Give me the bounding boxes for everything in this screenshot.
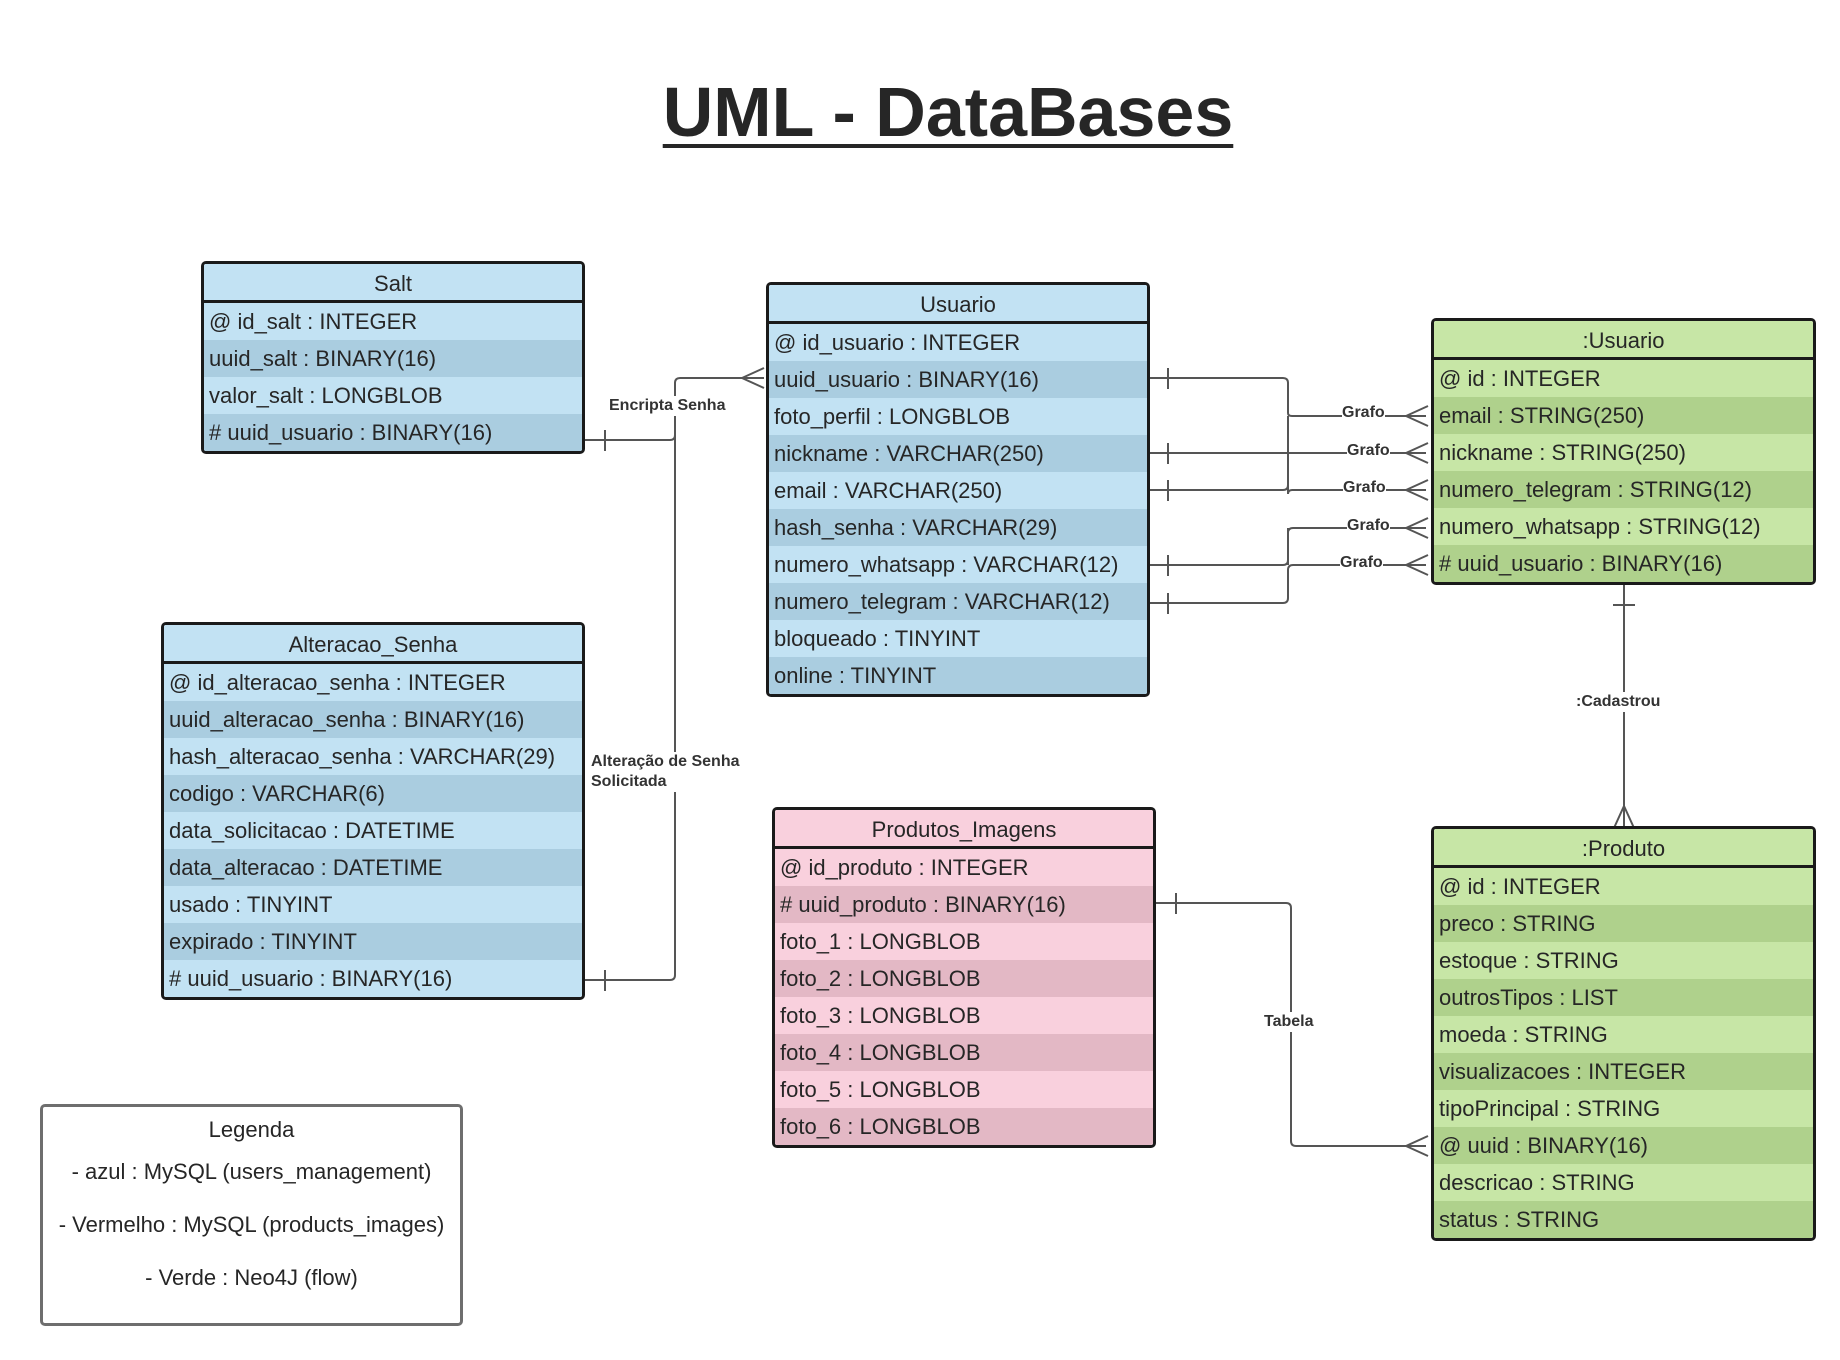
relation-label-tabela: Tabela: [1264, 1012, 1314, 1032]
field-row: outrosTipos : LIST: [1434, 979, 1813, 1016]
field-row: estoque : STRING: [1434, 942, 1813, 979]
field-row: @ id : INTEGER: [1434, 868, 1813, 905]
field-row: nickname : VARCHAR(250): [769, 435, 1147, 472]
field-row: nickname : STRING(250): [1434, 434, 1813, 471]
entity-salt: Salt @ id_salt : INTEGER uuid_salt : BIN…: [201, 261, 585, 454]
field-row: bloqueado : TINYINT: [769, 620, 1147, 657]
relation-label-grafo: Grafo: [1340, 553, 1383, 573]
field-row: codigo : VARCHAR(6): [164, 775, 582, 812]
many-marker: [1405, 479, 1429, 501]
entity-alteracao-senha: Alteracao_Senha @ id_alteracao_senha : I…: [161, 622, 585, 1000]
field-row: email : STRING(250): [1434, 397, 1813, 434]
field-row: visualizacoes : INTEGER: [1434, 1053, 1813, 1090]
field-row: hash_senha : VARCHAR(29): [769, 509, 1147, 546]
field-row: status : STRING: [1434, 1201, 1813, 1238]
field-row: @ id_usuario : INTEGER: [769, 324, 1147, 361]
many-marker: [741, 367, 765, 389]
many-marker: [1405, 517, 1429, 539]
entity-header: Alteracao_Senha: [164, 625, 582, 664]
connector-grafo-email: [1148, 377, 1426, 417]
legend-item: - Vermelho : MySQL (products_images): [58, 1212, 445, 1237]
field-row: data_solicitacao : DATETIME: [164, 812, 582, 849]
entity-header: Usuario: [769, 285, 1147, 324]
field-row: email : VARCHAR(250): [769, 472, 1147, 509]
field-row: foto_2 : LONGBLOB: [775, 960, 1153, 997]
legend-box: Legenda - azul : MySQL (users_management…: [40, 1104, 463, 1326]
legend-item: - Verde : Neo4J (flow): [145, 1265, 358, 1290]
entity-neo-usuario: :Usuario @ id : INTEGER email : STRING(2…: [1431, 318, 1816, 585]
entity-header: Produtos_Imagens: [775, 810, 1153, 849]
many-marker: [1405, 442, 1429, 464]
entity-usuario: Usuario @ id_usuario : INTEGER uuid_usua…: [766, 282, 1150, 697]
field-row: @ uuid : BINARY(16): [1434, 1127, 1813, 1164]
field-row: uuid_alteracao_senha : BINARY(16): [164, 701, 582, 738]
field-row: numero_whatsapp : VARCHAR(12): [769, 546, 1147, 583]
field-row: foto_5 : LONGBLOB: [775, 1071, 1153, 1108]
field-row: foto_1 : LONGBLOB: [775, 923, 1153, 960]
legend-title: Legenda: [208, 1117, 295, 1142]
entity-header: :Produto: [1434, 829, 1813, 868]
field-row: uuid_usuario : BINARY(16): [769, 361, 1147, 398]
field-row: numero_whatsapp : STRING(12): [1434, 508, 1813, 545]
relation-label-grafo: Grafo: [1342, 403, 1385, 423]
field-row: # uuid_produto : BINARY(16): [775, 886, 1153, 923]
field-row: # uuid_usuario : BINARY(16): [1434, 545, 1813, 582]
many-marker: [1405, 554, 1429, 576]
field-row: usado : TINYINT: [164, 886, 582, 923]
relation-label-cadastrou: :Cadastrou: [1576, 692, 1661, 712]
entity-neo-produto: :Produto @ id : INTEGER preco : STRING e…: [1431, 826, 1816, 1241]
field-row: foto_3 : LONGBLOB: [775, 997, 1153, 1034]
field-row: # uuid_usuario : BINARY(16): [204, 414, 582, 451]
connector-grafo-uuid: [1148, 564, 1426, 604]
entity-produtos-imagens: Produtos_Imagens @ id_produto : INTEGER …: [772, 807, 1156, 1148]
field-row: numero_telegram : VARCHAR(12): [769, 583, 1147, 620]
field-row: @ id_alteracao_senha : INTEGER: [164, 664, 582, 701]
field-row: @ id_produto : INTEGER: [775, 849, 1153, 886]
field-row: foto_4 : LONGBLOB: [775, 1034, 1153, 1071]
field-row: descricao : STRING: [1434, 1164, 1813, 1201]
field-row: data_alteracao : DATETIME: [164, 849, 582, 886]
relation-label-grafo: Grafo: [1343, 478, 1386, 498]
relation-label-line: Alteração de Senha: [591, 753, 740, 770]
entity-header: Salt: [204, 264, 582, 303]
relation-label-alteracao-senha: Alteração de Senha Solicitada: [591, 752, 740, 792]
field-row: foto_6 : LONGBLOB: [775, 1108, 1153, 1145]
field-row: @ id : INTEGER: [1434, 360, 1813, 397]
field-row: # uuid_usuario : BINARY(16): [164, 960, 582, 997]
field-row: tipoPrincipal : STRING: [1434, 1090, 1813, 1127]
field-row: foto_perfil : LONGBLOB: [769, 398, 1147, 435]
many-marker: [1405, 405, 1429, 427]
many-marker: [1613, 805, 1635, 829]
field-row: preco : STRING: [1434, 905, 1813, 942]
relation-label-encripta-senha: Encripta Senha: [609, 396, 726, 416]
field-row: expirado : TINYINT: [164, 923, 582, 960]
entity-header: :Usuario: [1434, 321, 1813, 360]
field-row: numero_telegram : STRING(12): [1434, 471, 1813, 508]
relation-label-grafo: Grafo: [1347, 516, 1390, 536]
field-row: valor_salt : LONGBLOB: [204, 377, 582, 414]
connector-alteracao-senha: [583, 435, 676, 981]
legend-item: - azul : MySQL (users_management): [71, 1159, 432, 1184]
relation-label-line: Solicitada: [591, 773, 667, 790]
field-row: uuid_salt : BINARY(16): [204, 340, 582, 377]
field-row: hash_alteracao_senha : VARCHAR(29): [164, 738, 582, 775]
field-row: moeda : STRING: [1434, 1016, 1813, 1053]
field-row: online : TINYINT: [769, 657, 1147, 694]
diagram-title: UML - DataBases: [662, 73, 1234, 151]
many-marker: [1405, 1135, 1429, 1157]
field-row: @ id_salt : INTEGER: [204, 303, 582, 340]
relation-label-grafo: Grafo: [1347, 441, 1390, 461]
